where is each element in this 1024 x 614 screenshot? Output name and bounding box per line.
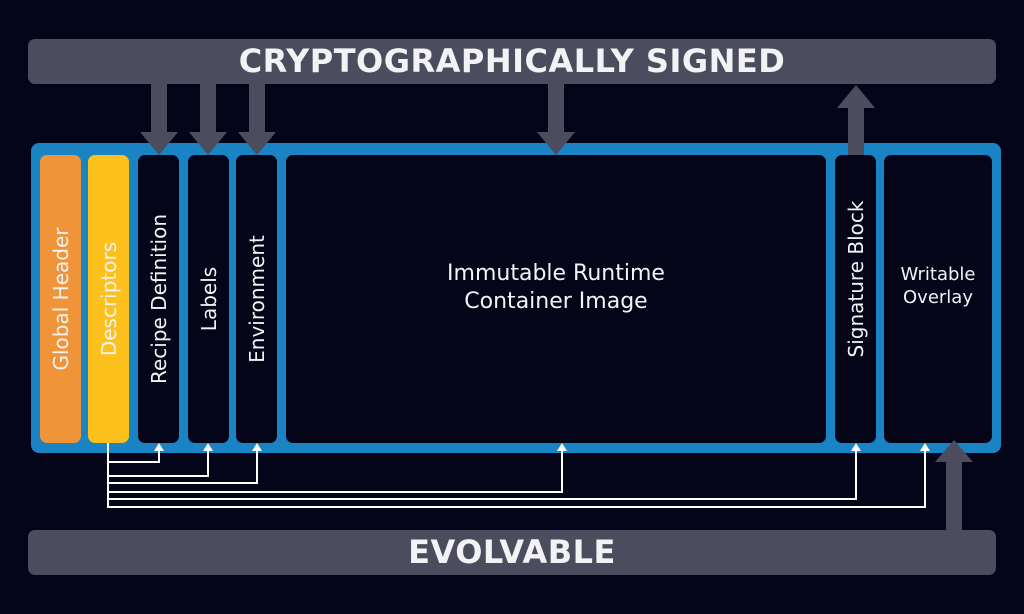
connector-arrowheads — [154, 443, 930, 451]
global-header-section: Global Header — [40, 155, 81, 443]
connector-recipe — [107, 443, 160, 463]
arrowhead-labels — [203, 443, 213, 451]
labels-section: Labels — [188, 155, 229, 443]
evolvable-banner: EVOLVABLE — [28, 530, 996, 575]
signature-to-signed-arrow — [837, 85, 875, 155]
connector-runtime — [107, 443, 563, 493]
arrowhead-environment — [252, 443, 262, 451]
runtime-image-label: Immutable Runtime Container Image — [447, 261, 665, 314]
signed-to-labels-arrow — [189, 84, 227, 155]
signed-to-environment-arrow — [238, 84, 276, 155]
arrowhead-signature — [851, 443, 861, 451]
descriptor-connectors — [107, 443, 926, 508]
signature-block-section: Signature Block — [835, 155, 876, 443]
descriptors-section: Descriptors — [88, 155, 129, 443]
writable-overlay-section: Writable Overlay — [884, 155, 992, 443]
arrowhead-recipe — [154, 443, 164, 451]
evolvable-to-overlay-arrow — [935, 440, 973, 530]
runtime-image-section: Immutable Runtime Container Image — [286, 155, 826, 443]
container-frame: Global Header Descriptors Recipe Definit… — [31, 143, 1001, 453]
signed-to-runtime-arrow — [537, 84, 575, 155]
signed-to-recipe-arrow — [140, 84, 178, 155]
connector-signature — [107, 443, 857, 500]
recipe-definition-section: Recipe Definition — [138, 155, 179, 443]
writable-overlay-label: Writable Overlay — [900, 264, 976, 308]
environment-section: Environment — [236, 155, 277, 443]
arrowhead-overlay — [920, 443, 930, 451]
connector-overlay — [107, 443, 926, 508]
cryptographically-signed-banner: CRYPTOGRAPHICALLY SIGNED — [28, 39, 996, 84]
arrowhead-runtime — [557, 443, 567, 451]
